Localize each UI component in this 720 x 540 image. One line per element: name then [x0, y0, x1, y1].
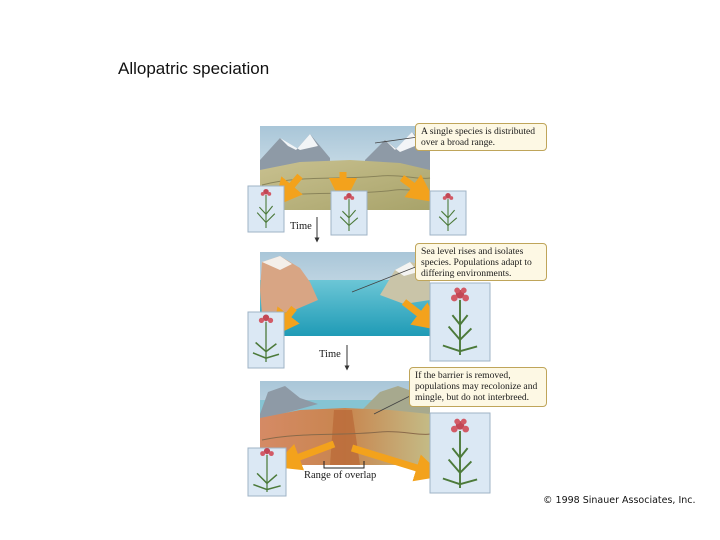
- callout-leader-line: [351, 265, 419, 293]
- dispersal-arrow: [350, 444, 444, 482]
- overlap-bracket: [323, 461, 365, 469]
- dispersal-arrow: [399, 174, 436, 203]
- dispersal-arrow: [273, 173, 303, 207]
- plant-inset: [247, 311, 285, 369]
- range-of-overlap-label: Range of overlap: [304, 470, 377, 481]
- plant-inset: [247, 447, 287, 497]
- panel-2-callout: Sea level rises and isolates species. Po…: [415, 243, 547, 281]
- panel-3-callout: If the barrier is removed, populations m…: [409, 367, 547, 407]
- copyright-notice: © 1998 Sinauer Associates, Inc.: [543, 495, 696, 506]
- plant-inset: [429, 190, 467, 236]
- dispersal-arrow: [272, 440, 336, 471]
- callout-leader-line: [374, 136, 419, 144]
- plant-inset: [429, 282, 491, 362]
- plant-inset: [429, 412, 491, 494]
- plant-inset: [330, 190, 368, 236]
- callout-leader-line: [373, 395, 411, 415]
- plant-inset: [247, 185, 285, 233]
- slide-title: Allopatric speciation: [118, 59, 270, 78]
- time-label: Time: [319, 349, 341, 360]
- dispersal-arrow: [401, 299, 442, 331]
- panel-2-landscape: [260, 252, 430, 336]
- panel-1-callout: A single species is distributed over a b…: [415, 123, 547, 151]
- time-label: Time: [290, 221, 312, 232]
